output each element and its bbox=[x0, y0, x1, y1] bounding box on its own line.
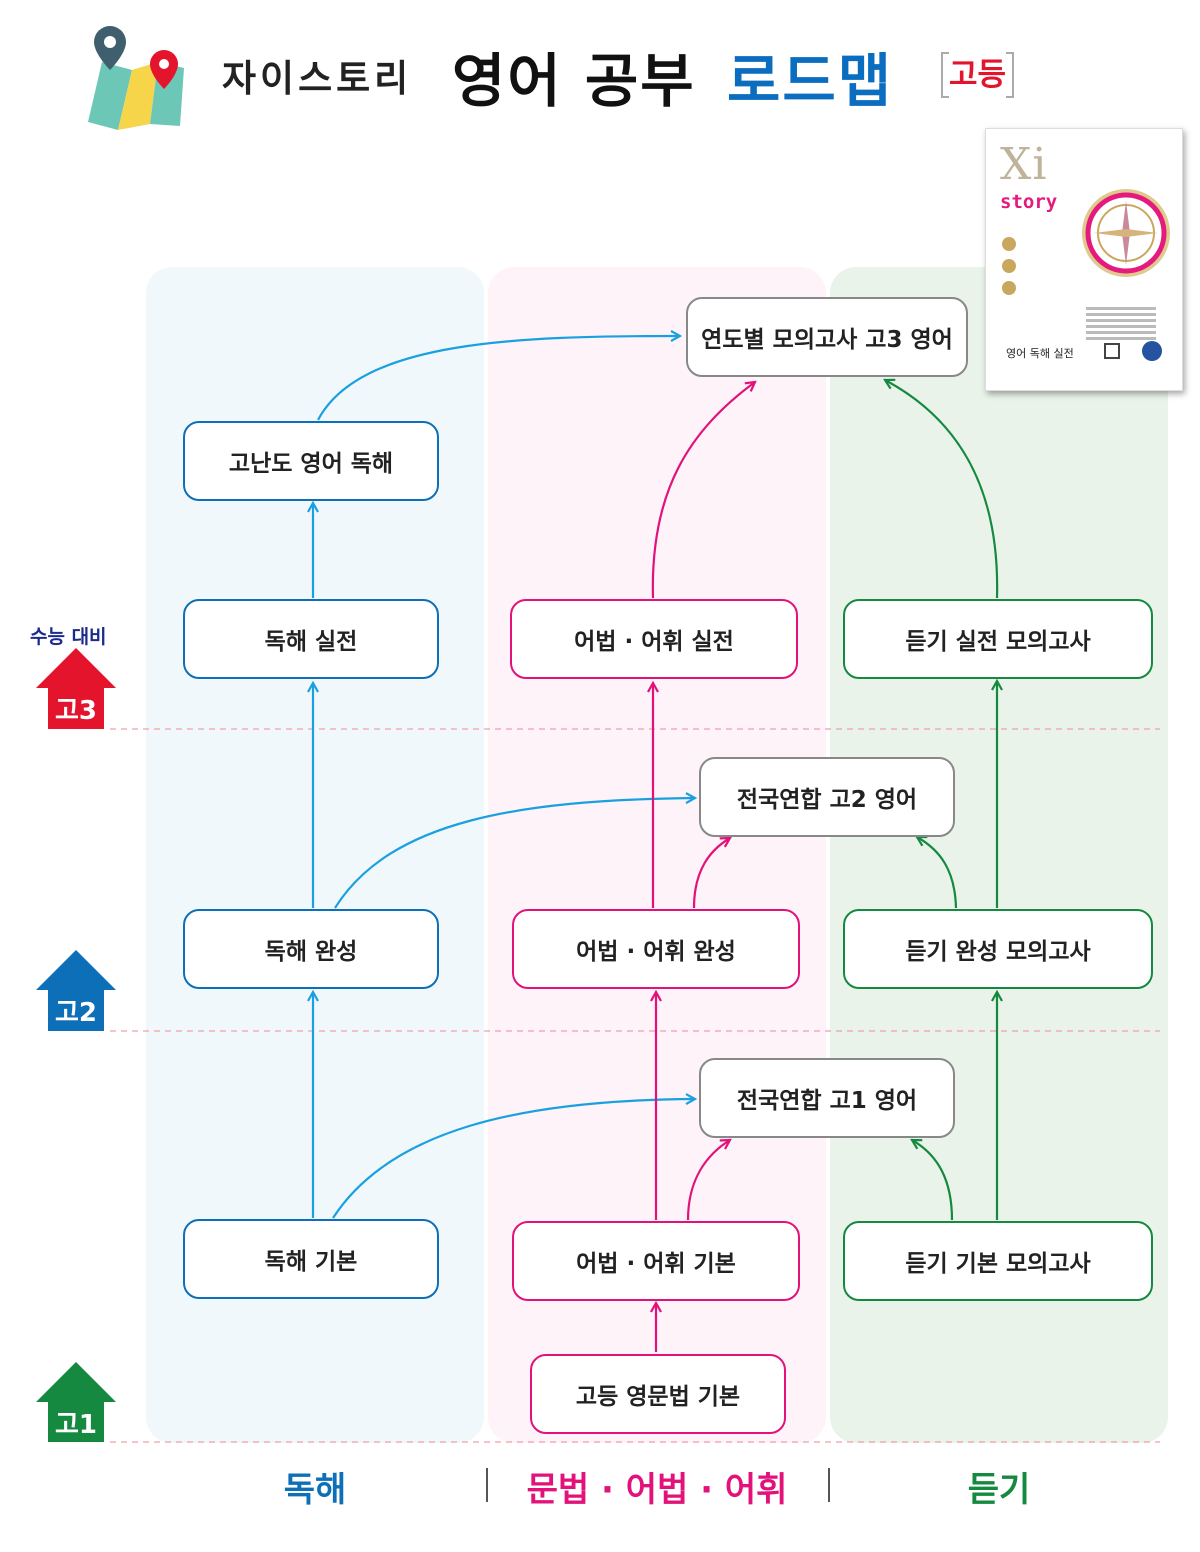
grade2-arrow-icon bbox=[36, 950, 116, 1031]
book-cover: Xi story 영어 독해 실전 bbox=[985, 128, 1183, 391]
column-separator bbox=[486, 1468, 488, 1502]
arrow-reading-complete-to-national-g2 bbox=[334, 798, 695, 909]
node-grammar-foundation[interactable]: 고등 영문법 기본 bbox=[530, 1354, 786, 1434]
arrow-grammar-basic-to-national-g1 bbox=[686, 1140, 730, 1221]
arrow-listening-complete-to-national-g2 bbox=[917, 837, 958, 909]
compass-icon bbox=[1082, 189, 1170, 277]
award-badge bbox=[1002, 259, 1016, 273]
suneung-label: 수능 대비 bbox=[30, 626, 107, 648]
grade2-marker: 고2 bbox=[35, 948, 117, 1032]
node-grammar-complete[interactable]: 어법 · 어휘 완성 bbox=[512, 909, 800, 989]
node-reading-real[interactable]: 독해 실전 bbox=[183, 599, 439, 679]
node-reading-basic[interactable]: 독해 기본 bbox=[183, 1219, 439, 1299]
column-label-listening: 듣기 bbox=[967, 1470, 1031, 1510]
book-subject: 영어 독해 실전 bbox=[1006, 347, 1074, 360]
grade1-arrow-icon bbox=[36, 1362, 116, 1442]
grade1-marker: 고1 bbox=[35, 1360, 117, 1444]
book-series: story bbox=[1000, 191, 1058, 213]
title-accent: 로드맵 bbox=[727, 47, 894, 115]
node-reading-complete[interactable]: 독해 완성 bbox=[183, 909, 439, 989]
book-feature-list bbox=[1086, 307, 1156, 343]
node-mock-g3[interactable]: 연도별 모의고사 고3 영어 bbox=[686, 297, 968, 377]
grade3-marker: 고3 bbox=[35, 646, 117, 730]
node-hard-reading[interactable]: 고난도 영어 독해 bbox=[183, 421, 439, 501]
title-main: 영어 공부 bbox=[452, 47, 696, 115]
node-listening-complete[interactable]: 듣기 완성 모의고사 bbox=[843, 909, 1153, 989]
column-label-grammar: 문법 · 어법 · 어휘 bbox=[526, 1470, 788, 1510]
award-badge bbox=[1002, 281, 1016, 295]
qr-code-icon bbox=[1104, 343, 1120, 359]
book-logo: Xi bbox=[1000, 139, 1048, 190]
brand-mark-icon bbox=[1142, 341, 1162, 361]
node-listening-real[interactable]: 듣기 실전 모의고사 bbox=[843, 599, 1153, 679]
header: 자이스토리 영어 공부 로드맵 고등 bbox=[0, 0, 1200, 140]
grade3-label: 고3 bbox=[54, 696, 97, 726]
node-listening-basic[interactable]: 듣기 기본 모의고사 bbox=[843, 1221, 1153, 1301]
arrow-grammar-real-to-mock-g3 bbox=[651, 382, 755, 599]
arrow-listening-basic-to-national-g1 bbox=[912, 1140, 954, 1221]
award-badge bbox=[1002, 237, 1016, 251]
map-pin-icon bbox=[88, 26, 184, 130]
column-separator bbox=[828, 1468, 830, 1502]
node-grammar-basic[interactable]: 어법 · 어휘 기본 bbox=[512, 1221, 800, 1301]
title-level-tag: 고등 bbox=[941, 52, 1015, 98]
arrow-listening-real-to-mock-g3 bbox=[885, 380, 999, 599]
node-national-g1[interactable]: 전국연합 고1 영어 bbox=[699, 1058, 955, 1138]
arrow-hard-to-mock-g3 bbox=[317, 336, 680, 421]
arrow-reading-basic-to-national-g1 bbox=[332, 1099, 695, 1219]
title-brand: 자이스토리 bbox=[222, 57, 413, 100]
grade2-label: 고2 bbox=[54, 998, 97, 1028]
grade1-label: 고1 bbox=[54, 1410, 97, 1440]
node-grammar-real[interactable]: 어법 · 어휘 실전 bbox=[510, 599, 798, 679]
grade3-arrow-icon bbox=[36, 648, 116, 729]
node-national-g2[interactable]: 전국연합 고2 영어 bbox=[699, 757, 955, 837]
arrow-grammar-complete-to-national-g2 bbox=[692, 838, 730, 909]
column-label-reading: 독해 bbox=[283, 1470, 347, 1510]
